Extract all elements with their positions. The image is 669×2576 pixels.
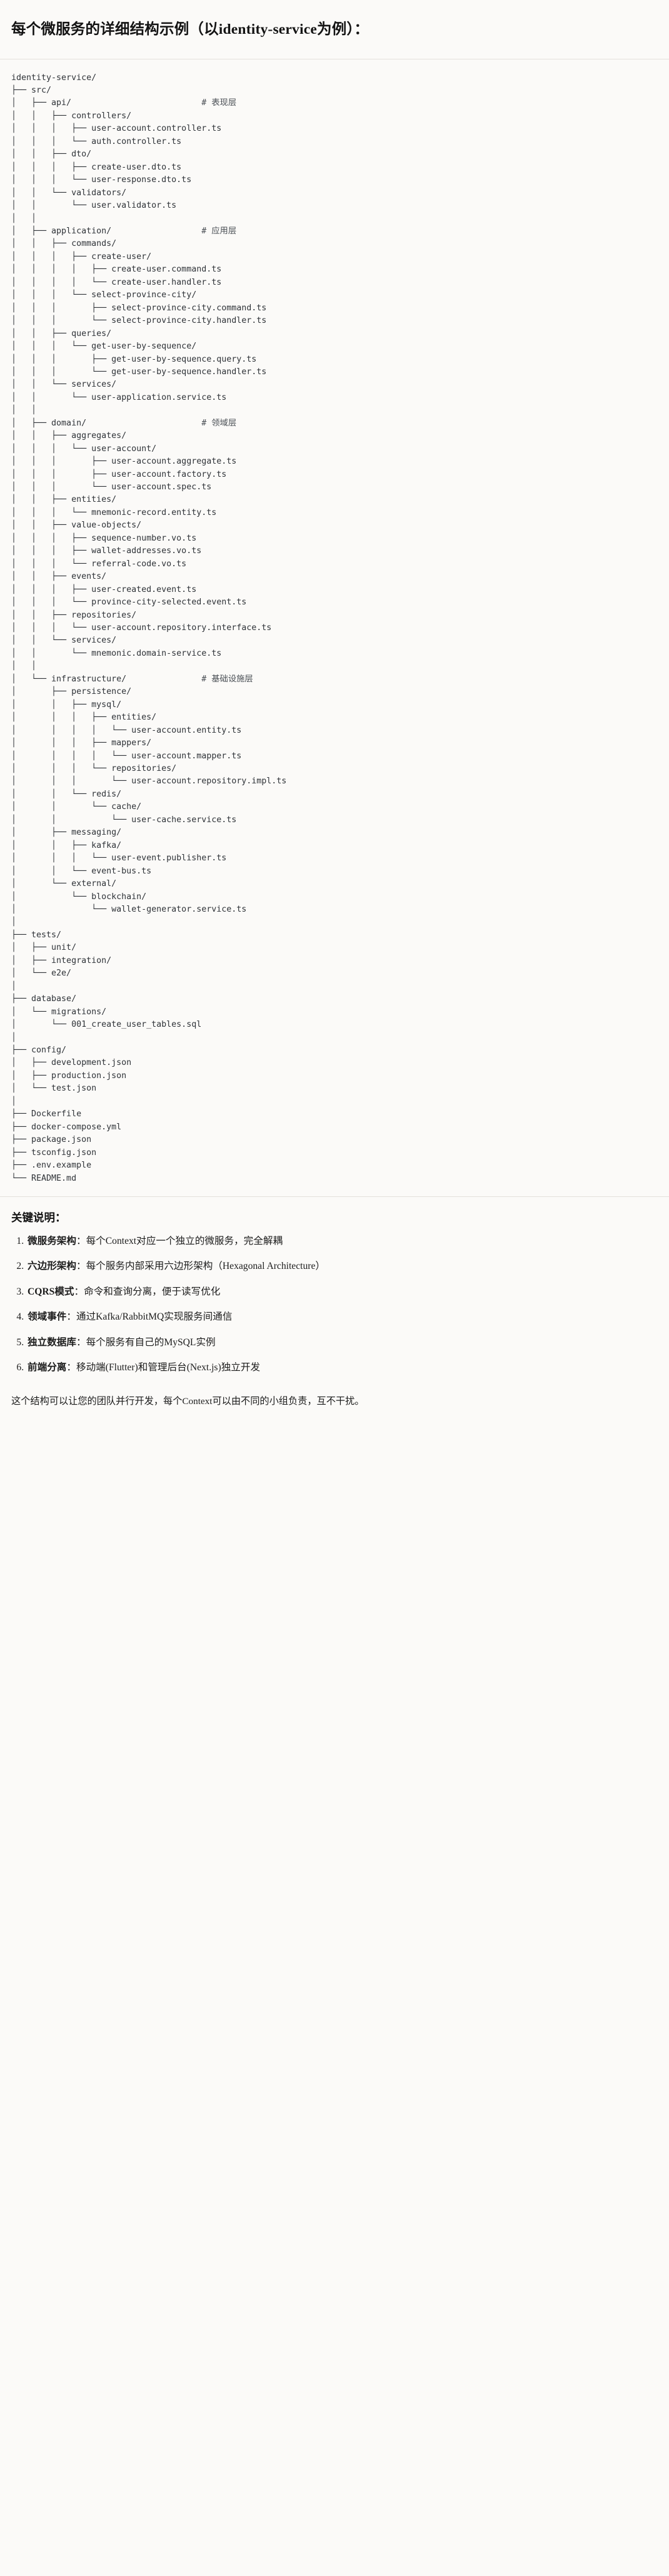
directory-tree-block: identity-service/ ├── src/ │ ├── api/ # … (0, 59, 669, 1196)
tree-layer-comment: # 表现层 (201, 98, 237, 108)
tree-layer-comment: # 领域层 (201, 418, 237, 428)
key-note-label: 微服务架构 (28, 1235, 76, 1246)
key-note-item: 微服务架构：每个Context对应一个独立的微服务，完全解耦 (26, 1234, 658, 1248)
key-note-item: CQRS模式：命令和查询分离，便于读写优化 (26, 1285, 658, 1299)
key-note-label: 独立数据库 (28, 1336, 76, 1348)
tree-divider (0, 1196, 669, 1197)
directory-tree: identity-service/ ├── src/ │ ├── api/ # … (11, 73, 287, 1183)
key-note-label: 前端分离 (28, 1362, 67, 1373)
key-note-item: 独立数据库：每个服务有自己的MySQL实例 (26, 1335, 658, 1350)
closing-paragraph: 这个结构可以让您的团队并行开发，每个Context可以由不同的小组负责，互不干扰… (11, 1396, 365, 1407)
key-note-label: 领域事件 (28, 1311, 67, 1323)
key-note-item: 领域事件：通过Kafka/RabbitMQ实现服务间通信 (26, 1310, 658, 1324)
key-note-label: 六边形架构 (28, 1261, 76, 1272)
key-note-item: 六边形架构：每个服务内部采用六边形架构（Hexagonal Architectu… (26, 1259, 658, 1273)
key-note-item: 前端分离：移动端(Flutter)和管理后台(Next.js)独立开发 (26, 1360, 658, 1375)
tree-layer-comment: # 基础设施层 (201, 674, 253, 684)
document-page: 每个微服务的详细结构示例（以identity-service为例）： ident… (0, 9, 669, 1424)
key-note-text: ：移动端(Flutter)和管理后台(Next.js)独立开发 (66, 1362, 261, 1373)
key-note-label: CQRS模式 (28, 1286, 74, 1297)
key-notes-section: 关键说明： 微服务架构：每个Context对应一个独立的微服务，完全解耦六边形架… (0, 1197, 669, 1390)
key-note-text: ：通过Kafka/RabbitMQ实现服务间通信 (66, 1311, 233, 1323)
key-notes-list: 微服务架构：每个Context对应一个独立的微服务，完全解耦六边形架构：每个服务… (11, 1234, 658, 1375)
tree-layer-comment: # 应用层 (201, 226, 237, 236)
page-title: 每个微服务的详细结构示例（以identity-service为例）： (11, 21, 370, 38)
key-note-text: ：每个服务内部采用六边形架构（Hexagonal Architecture） (76, 1261, 325, 1272)
key-note-text: ：命令和查询分离，便于读写优化 (74, 1286, 221, 1297)
key-notes-heading: 关键说明： (11, 1211, 66, 1224)
key-note-text: ：每个服务有自己的MySQL实例 (76, 1336, 216, 1348)
key-note-text: ：每个Context对应一个独立的微服务，完全解耦 (76, 1235, 283, 1246)
